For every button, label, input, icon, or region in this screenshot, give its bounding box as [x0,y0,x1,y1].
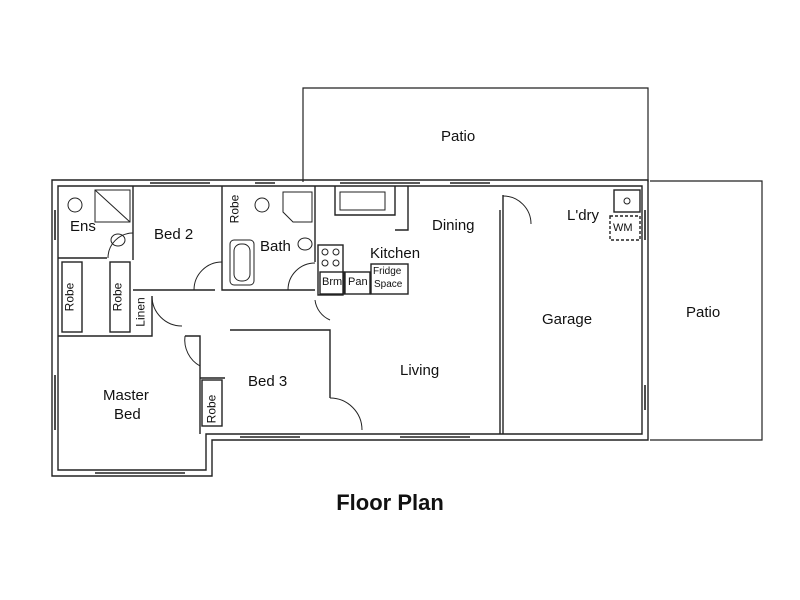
kitchen-label: Kitchen [370,245,421,262]
robe-bed2-label: Robe [227,194,242,224]
windows [54,182,646,474]
linen-label: Linen [133,297,148,327]
robe-ensuite-label: Robe [62,282,77,312]
laundry-label: L'dry [567,207,600,224]
patio-right-outline [650,180,763,441]
fridge-label-line2: Space [374,279,403,290]
bed2-label: Bed 2 [154,226,194,243]
interior-walls [58,186,641,434]
patio-top-label: Patio [441,128,476,145]
robe-bed3-label: Robe [204,394,219,424]
washing-machine-label: WM [613,222,633,234]
door-swings [107,195,532,431]
outer-walls [51,179,649,477]
bed3-label: Bed 3 [248,373,288,390]
master-bed-label-line2: Bed [114,406,141,423]
pantry-label: Pan [348,276,368,288]
ensuite-label: Ens [70,218,96,235]
bath-label: Bath [260,238,291,255]
living-label: Living [400,362,440,379]
garage-label: Garage [542,311,593,328]
robe-hall-label: Robe [110,282,125,312]
master-bed-label-line1: Master [103,387,149,404]
floor-plan-caption: Floor Plan [336,490,444,515]
fixtures [67,189,631,286]
patio-top-outline [302,87,649,182]
fridge-label-line1: Fridge [373,266,402,277]
patio-right-label: Patio [686,304,721,321]
dining-label: Dining [432,217,475,234]
broom-label: Brm [322,276,343,288]
